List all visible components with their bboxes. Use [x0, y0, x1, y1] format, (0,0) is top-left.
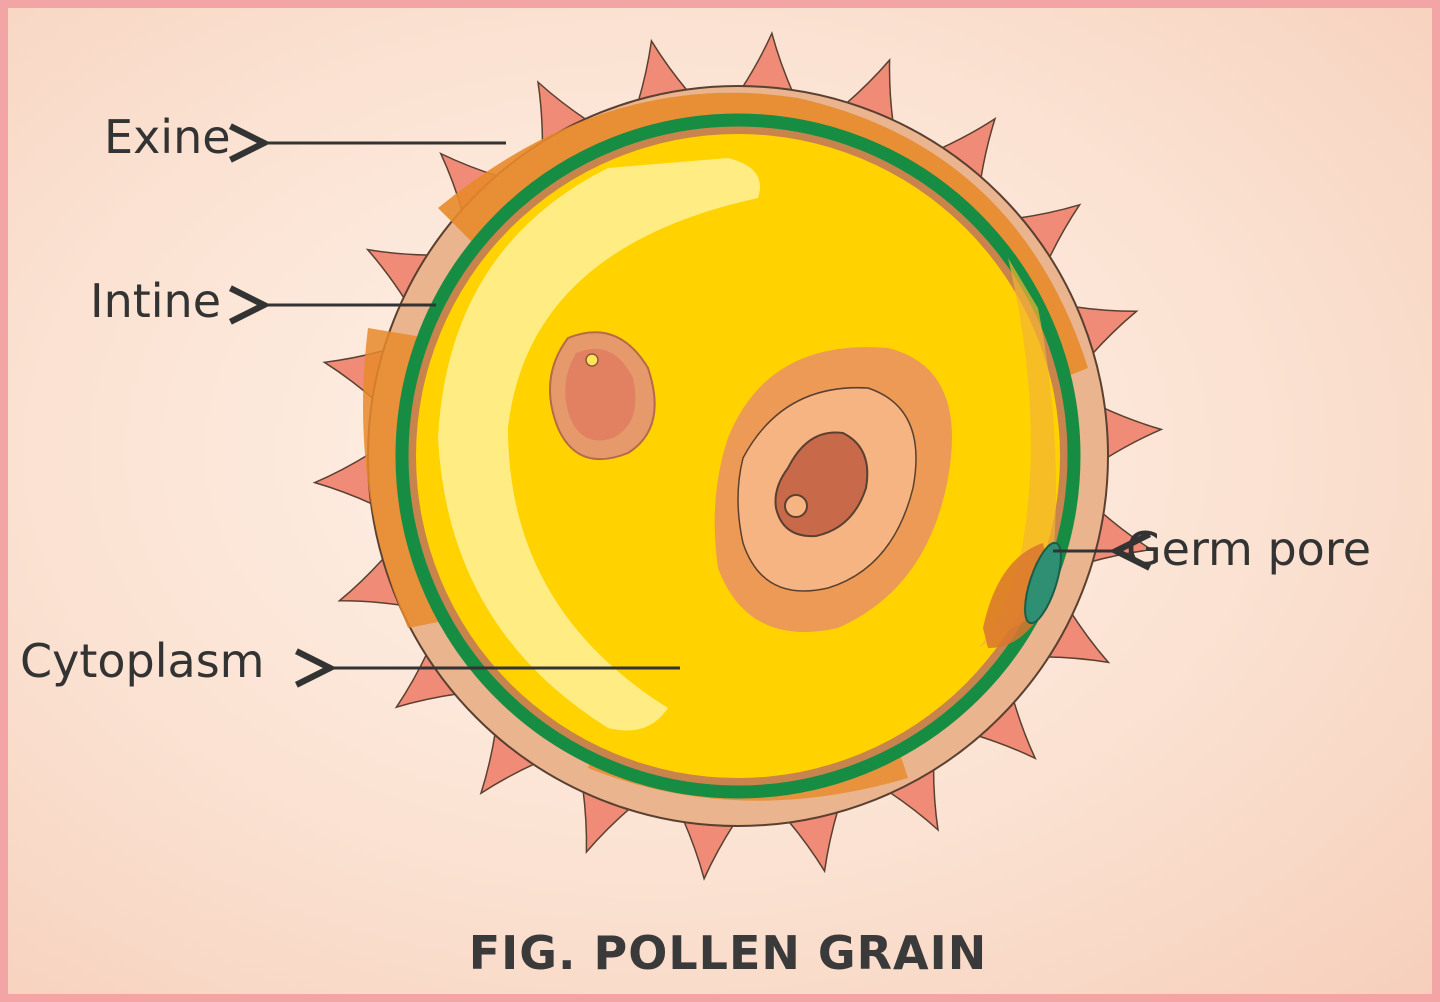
exine-spike: [365, 248, 433, 303]
generative-cell: [549, 331, 656, 461]
exine-label: Exine: [104, 110, 231, 164]
exine-spike: [740, 31, 795, 95]
exine-spike: [785, 807, 840, 874]
exine-spike: [937, 117, 997, 183]
exine-spike: [636, 38, 691, 105]
intine-label: Intine: [90, 274, 221, 328]
germ-pore: [983, 541, 1062, 648]
exine-spike: [1100, 405, 1164, 461]
vegetative-nucleus: [714, 347, 952, 632]
label-pointers: [264, 143, 1116, 668]
exine-spike: [394, 650, 460, 709]
exine-spike: [536, 80, 590, 147]
exine-spike: [681, 817, 736, 881]
exine-spike: [1043, 609, 1111, 664]
germ-pore-label: Germ pore: [1126, 522, 1372, 576]
figure-caption: FIG. POLLEN GRAIN: [468, 926, 988, 980]
cytoplasm-label: Cytoplasm: [20, 634, 265, 688]
exine-spike: [1016, 203, 1082, 262]
exine-spike: [312, 451, 376, 507]
pollen-grain-illustration: [8, 31, 1164, 881]
exine-spike: [479, 729, 539, 795]
exine-spike: [886, 765, 940, 832]
exine-spike: [974, 697, 1037, 760]
